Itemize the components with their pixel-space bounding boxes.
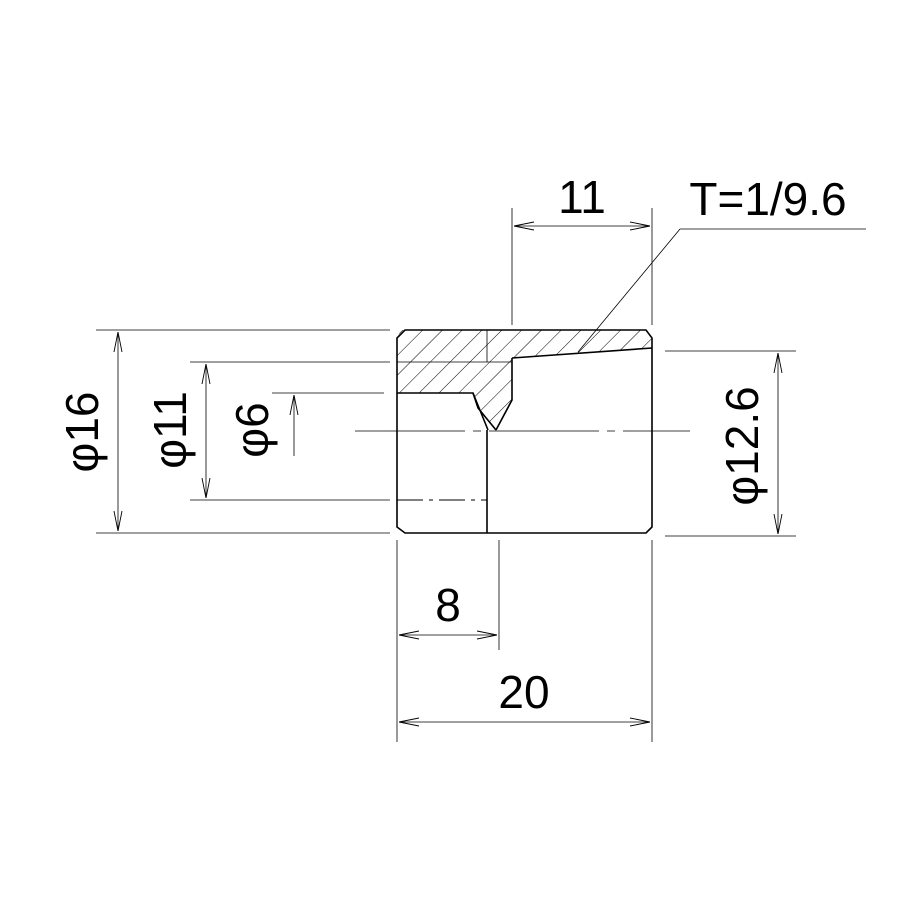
label-taper-ratio: T=1/9.6: [689, 173, 846, 225]
label-bore-diameter: φ11: [144, 391, 196, 469]
label-outer-diameter: φ16: [56, 392, 108, 473]
section-hatch: [397, 330, 652, 430]
extension-lines: [96, 208, 866, 742]
label-overall-length: 20: [498, 666, 549, 718]
label-taper-diameter: φ12.6: [716, 386, 768, 505]
label-taper-length: 11: [558, 171, 606, 223]
dimension-labels: 11 T=1/9.6 8 20 φ16 φ11 φ6 φ12.6: [56, 171, 847, 718]
outer-outline: [396, 329, 653, 534]
hole-cone-edge: [472, 392, 489, 431]
taper-leader: [577, 228, 681, 353]
dimension-lines: [118, 226, 778, 722]
taper-profile: [495, 347, 653, 431]
part-body: [355, 329, 690, 534]
label-hole-diameter: φ6: [226, 402, 278, 457]
label-bore-depth: 8: [435, 579, 461, 631]
